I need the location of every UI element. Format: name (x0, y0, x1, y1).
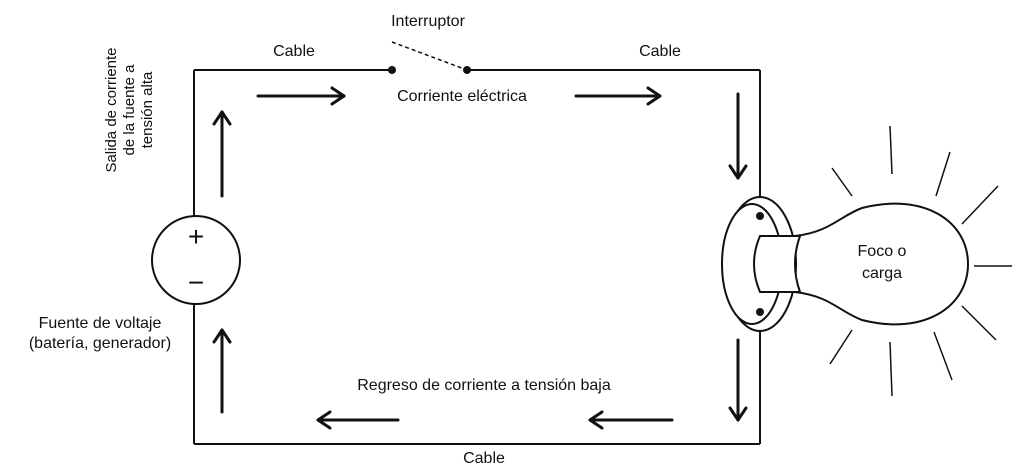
cable-label-top-left: Cable (273, 43, 315, 60)
output-label-line3: tensión alta (139, 71, 156, 148)
light-ray (831, 167, 853, 197)
source-label-line1: Fuente de voltaje (39, 315, 162, 332)
arrow-down-icon (728, 92, 748, 180)
minus-sign: − (188, 267, 204, 298)
arrow-right-icon (574, 86, 662, 106)
plus-sign: + (188, 221, 204, 252)
return-current-label: Regreso de corriente a tensión baja (357, 377, 611, 394)
source-label-line2: (batería, generador) (29, 335, 171, 352)
current-arrows (212, 86, 748, 430)
bulb-label-line2: carga (862, 265, 902, 282)
circuit-wires (193, 69, 761, 445)
light-ray (889, 125, 893, 175)
voltage-source: + − (151, 215, 241, 305)
switch-lever (391, 41, 468, 71)
output-label-rotated: Salida de corriente de la fuente a tensi… (103, 47, 156, 172)
arrow-left-icon (316, 410, 400, 430)
diagram-labels: Interruptor Cable Cable Corriente eléctr… (29, 13, 681, 466)
bulb-stem (753, 235, 802, 293)
bulb-glass (794, 202, 970, 326)
socket-terminal-top (756, 212, 764, 220)
light-rays (829, 125, 1012, 397)
arrow-right-icon (256, 86, 346, 106)
light-ray (933, 331, 953, 381)
light-ray (961, 185, 999, 225)
cable-label-bottom: Cable (463, 450, 505, 466)
bulb-label-line1: Foco o (858, 243, 907, 260)
bulb-load: Foco o carga (721, 196, 970, 332)
light-ray (889, 341, 893, 397)
arrow-up-icon (212, 110, 232, 198)
arrow-down-icon (728, 338, 748, 422)
output-label-line2: de la fuente a (121, 64, 138, 156)
socket-terminal-bottom (756, 308, 764, 316)
cable-label-top-right: Cable (639, 43, 681, 60)
switch-terminal-left (388, 66, 396, 74)
switch-symbol (388, 41, 471, 74)
light-ray (935, 151, 951, 197)
arrow-left-icon (588, 410, 674, 430)
arrow-up-icon (212, 328, 232, 414)
output-label-line1: Salida de corriente (103, 47, 120, 172)
current-label: Corriente eléctrica (397, 88, 527, 105)
light-ray (829, 329, 853, 365)
voltage-source-circle (151, 215, 241, 305)
switch-label: Interruptor (391, 13, 465, 30)
light-ray (961, 305, 997, 341)
